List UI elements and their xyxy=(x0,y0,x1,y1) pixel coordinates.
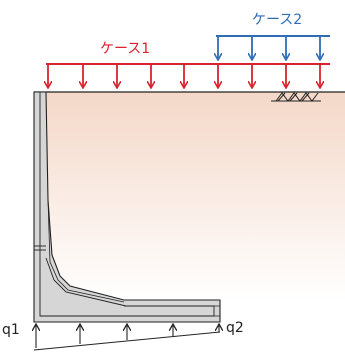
wall-body xyxy=(33,91,221,323)
case1-arrows xyxy=(48,64,320,88)
wall-haunch-line xyxy=(47,199,125,303)
hatch-icon xyxy=(271,92,321,102)
reaction-base-line xyxy=(33,331,221,351)
q1-label: q1 xyxy=(2,322,20,338)
case2-arrows xyxy=(218,36,320,60)
backfill-soil xyxy=(46,92,345,300)
case1-label: ケース1 xyxy=(100,41,150,57)
ground-reaction: q1 q2 xyxy=(2,320,244,351)
q2-label: q2 xyxy=(226,320,244,336)
case2-label: ケース2 xyxy=(252,12,302,28)
case2-load: ケース2 xyxy=(216,12,330,60)
retaining-wall xyxy=(33,91,221,323)
reaction-arrows xyxy=(36,324,219,348)
case1-load: ケース1 xyxy=(46,41,330,88)
